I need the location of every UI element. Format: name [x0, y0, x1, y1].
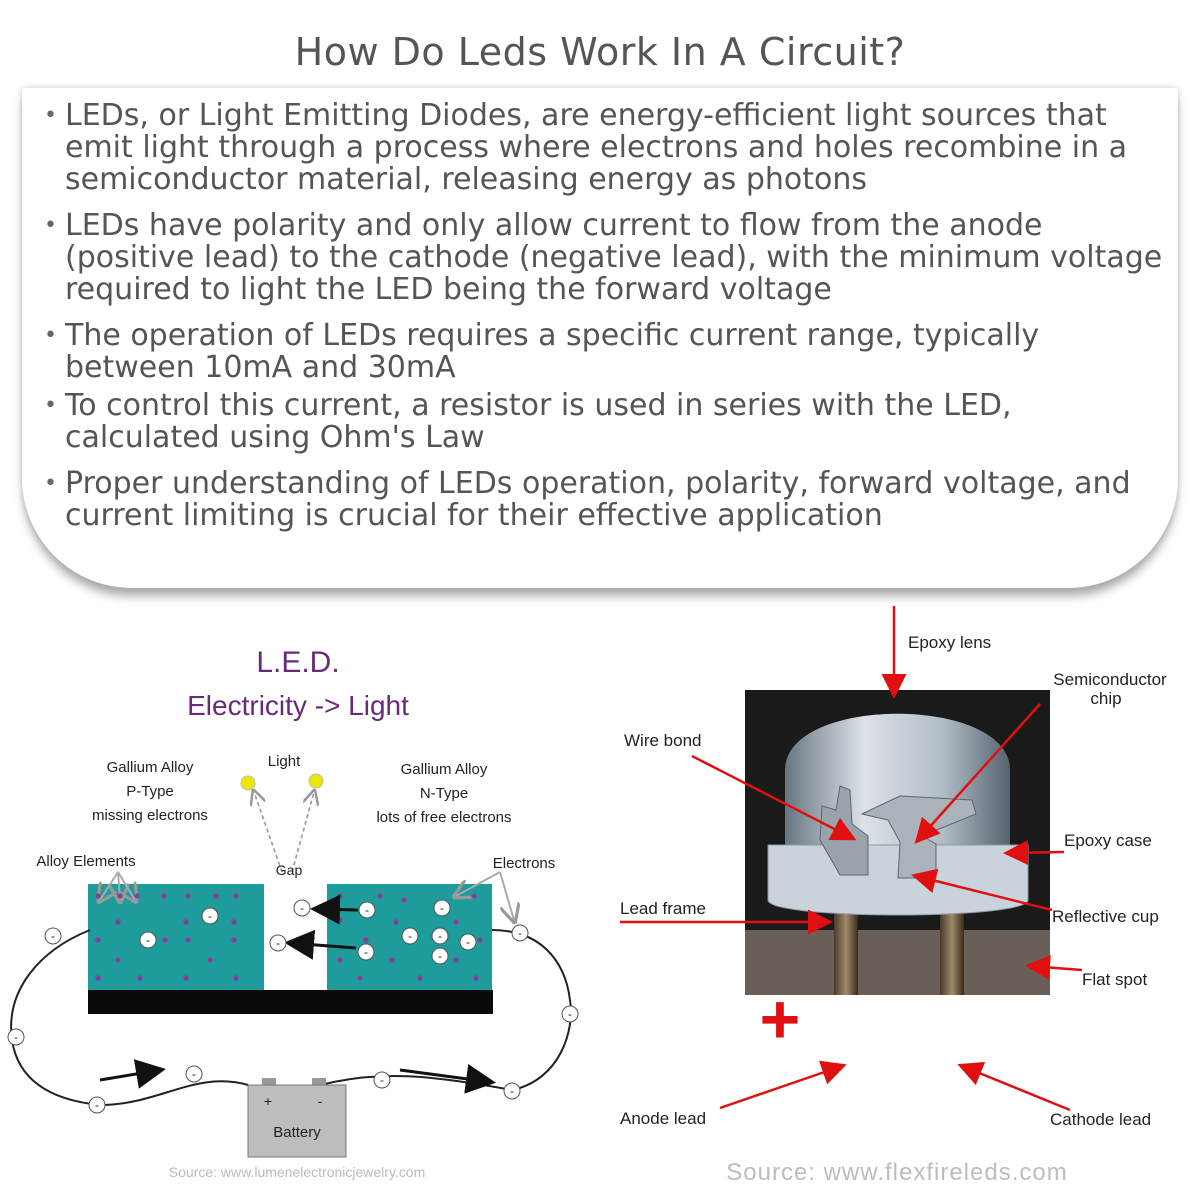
page-title: How Do Leds Work In A Circuit?: [294, 30, 906, 74]
svg-text:-: -: [408, 929, 412, 943]
electron: -: [503, 1082, 521, 1100]
electron: -: [511, 924, 529, 942]
electron: -: [7, 1028, 25, 1046]
p-type-line-1: Gallium Alloy: [107, 759, 194, 776]
light-bulb-right: [308, 773, 324, 789]
anode-plus-symbol: +: [760, 980, 801, 1058]
bullet-item: LEDs, or Light Emitting Diodes, are ener…: [44, 100, 1174, 196]
label-flat-spot: Flat spot: [1082, 970, 1147, 989]
battery-label: Battery: [273, 1124, 321, 1141]
electron: -: [459, 933, 477, 951]
base-bar: [88, 990, 493, 1014]
svg-text:-: -: [510, 1084, 514, 1098]
bullet-list: LEDs, or Light Emitting Diodes, are ener…: [44, 100, 1174, 532]
light-bulb-left: [240, 775, 256, 791]
bullet-item: To control this current, a resistor is u…: [44, 390, 1174, 454]
svg-text:-: -: [380, 1073, 384, 1087]
svg-text:-: -: [95, 1098, 99, 1112]
svg-text:-: -: [364, 945, 368, 959]
label-epoxy-lens: Epoxy lens: [908, 633, 991, 652]
battery-minus: -: [318, 1093, 323, 1109]
electron: -: [44, 927, 62, 945]
svg-text:-: -: [192, 1067, 196, 1081]
svg-text:-: -: [208, 909, 212, 923]
label-reflective-cup: Reflective cup: [1052, 907, 1159, 926]
led-subheading: Electricity -> Light: [187, 690, 409, 721]
p-type-line-3: missing electrons: [92, 807, 208, 824]
n-type-line-3: lots of free electrons: [376, 809, 511, 826]
n-type-line-1: Gallium Alloy: [401, 761, 488, 778]
label-cathode-lead: Cathode lead: [1050, 1110, 1151, 1129]
p-type-block: [88, 884, 264, 990]
svg-text:-: -: [276, 936, 280, 950]
label-wire-bond: Wire bond: [624, 731, 701, 750]
gap-label: Gap: [276, 862, 303, 878]
led-junction-diagram: L.E.D. Electricity -> Light Gallium Allo…: [7, 646, 579, 1180]
electron: -: [293, 899, 311, 917]
led-anatomy-diagram: + - Epoxy lens Semiconductor chip Wire b…: [620, 606, 1167, 1186]
svg-text:-: -: [438, 929, 442, 943]
svg-text:-: -: [51, 929, 55, 943]
label-anode-lead: Anode lead: [620, 1109, 706, 1128]
electron: -: [401, 927, 419, 945]
right-source: Source: www.flexfireleds.com: [726, 1159, 1067, 1186]
electron: -: [269, 934, 287, 952]
battery: [247, 1084, 347, 1158]
bullet-item: Proper understanding of LEDs operation, …: [44, 468, 1174, 532]
electrons-label: Electrons: [493, 855, 556, 872]
cathode-lead-pin: [940, 900, 964, 995]
svg-text:-: -: [440, 901, 444, 915]
electron: -: [357, 943, 375, 961]
label-epoxy-case: Epoxy case: [1064, 831, 1152, 850]
light-label: Light: [268, 753, 301, 770]
svg-text:-: -: [518, 926, 522, 940]
electron: -: [561, 1005, 579, 1023]
led-heading: L.E.D.: [256, 646, 339, 679]
p-type-line-2: P-Type: [126, 783, 174, 800]
label-semiconductor-chip-1: Semiconductor: [1053, 670, 1167, 689]
cathode-minus-symbol: -: [1007, 989, 1024, 1045]
label-lead-frame: Lead frame: [620, 899, 706, 918]
electron: -: [433, 899, 451, 917]
left-source: Source: www.lumenelectronicjewelry.com: [169, 1164, 426, 1180]
svg-text:-: -: [438, 949, 442, 963]
svg-text:-: -: [300, 901, 304, 915]
pointer-arrows: [620, 606, 1083, 1112]
n-type-line-2: N-Type: [420, 785, 468, 802]
electron: -: [139, 931, 157, 949]
electron: -: [431, 927, 449, 945]
p-type-atoms: [95, 893, 239, 981]
electron: -: [431, 947, 449, 965]
electron: -: [373, 1071, 391, 1089]
electron: -: [201, 907, 219, 925]
led-flange: [767, 844, 1029, 916]
circuit-wire: [10, 929, 572, 1107]
electron: -: [88, 1096, 106, 1114]
bullet-item: The operation of LEDs requires a specifi…: [44, 320, 1174, 384]
electron: -: [185, 1065, 203, 1083]
battery-plus: +: [264, 1093, 272, 1109]
svg-text:-: -: [14, 1030, 18, 1044]
anode-lead-pin: [834, 900, 858, 995]
label-semiconductor-chip-2: chip: [1090, 689, 1121, 708]
svg-text:-: -: [146, 933, 150, 947]
electron: -: [358, 901, 376, 919]
svg-text:-: -: [365, 903, 369, 917]
svg-text:-: -: [568, 1007, 572, 1021]
bullet-item: LEDs have polarity and only allow curren…: [44, 210, 1174, 306]
alloy-elements-label: Alloy Elements: [36, 853, 135, 870]
svg-text:-: -: [466, 935, 470, 949]
